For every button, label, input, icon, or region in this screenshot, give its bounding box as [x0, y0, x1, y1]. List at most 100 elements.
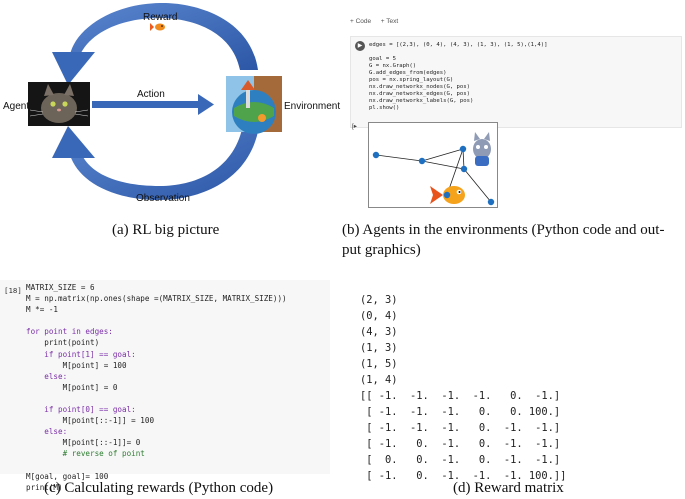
- code-line: if point[0] == goal:: [26, 404, 287, 415]
- output-marker-icon: [▸: [352, 123, 358, 130]
- panel-notebook: + Code + Text ▶ edges = [(2,3), (0, 4), …: [342, 10, 685, 213]
- goldfish-goal-icon: [430, 186, 465, 204]
- code-editor[interactable]: edges = [(2,3), (0, 4), (4, 3), (1, 3), …: [369, 42, 548, 112]
- observation-arrowhead: [52, 126, 95, 158]
- code-text: else:: [26, 371, 68, 381]
- output-graph: [368, 122, 498, 208]
- code-line: [26, 393, 287, 404]
- code-line: [369, 49, 548, 56]
- code-line: for point in edges:: [26, 326, 287, 337]
- code-text: print(M): [26, 482, 63, 492]
- code-line: pos = nx.spring_layout(G): [369, 77, 454, 83]
- code-comment: # reverse of point: [26, 449, 145, 459]
- caption-b-line2: put graphics): [342, 242, 421, 258]
- rl-cycle-diagram: [28, 2, 282, 200]
- code-line: # reverse of point: [26, 448, 287, 459]
- caption-c: (c) Calculating rewards (Python code): [44, 480, 274, 496]
- graph-edge: [421, 148, 464, 162]
- code-line: M *= -1: [26, 304, 287, 315]
- panel-reward-matrix: (2, 3) (0, 4) (4, 3) (1, 3) (1, 5) (1, 4…: [360, 292, 685, 482]
- code-line: M[point[::-1]] = 100: [26, 415, 287, 426]
- caption-a: (a) RL big picture: [112, 222, 220, 238]
- code-text: else:: [26, 427, 68, 437]
- observation-arc-arrow: [70, 118, 260, 200]
- code-line: goal = 5: [369, 56, 396, 62]
- code-line: print(M): [26, 482, 287, 493]
- code-text: print(point): [26, 338, 100, 348]
- graph-node: [372, 151, 380, 159]
- caption-b: (b) Agents in the environments (Python c…: [342, 220, 685, 260]
- code-line: [26, 315, 287, 326]
- code-line: else:: [26, 426, 287, 437]
- reward-arc-arrow: [70, 2, 258, 70]
- code-line: else:: [26, 371, 287, 382]
- code-text: M[point] = 0: [26, 382, 118, 392]
- code-text: M[point] = 100: [26, 360, 127, 370]
- code-text: M[point[::-1]]= 0: [26, 438, 141, 448]
- matrix-row: [ -1. -1. -1. 0. -1. -1.]: [360, 422, 561, 434]
- code-line: edges = [(2,3), (0, 4), (4, 3), (1, 3), …: [369, 42, 548, 48]
- code-line: G.add_edges_from(edges): [369, 70, 447, 76]
- code-line: [26, 460, 287, 471]
- code-line: MATRIX_SIZE = 6: [26, 282, 287, 293]
- graph-node: [459, 145, 467, 153]
- graph-node: [460, 165, 468, 173]
- caption-d: (d) Reward matrix: [453, 480, 564, 496]
- agent-label: Agent: [3, 101, 30, 112]
- network-graph-svg: [372, 132, 495, 206]
- code-line: pl.show(): [369, 105, 400, 111]
- reward-label: Reward: [143, 12, 178, 23]
- code-text: M = np.matrix(np.ones(shape =(MATRIX_SIZ…: [26, 294, 287, 304]
- reward-goldfish-icon: [150, 23, 165, 31]
- code-line: print(point): [26, 337, 287, 348]
- add-code-button[interactable]: + Code: [350, 18, 372, 25]
- matrix-row: [[ -1. -1. -1. -1. 0. -1.]: [360, 390, 561, 402]
- output-line: (2, 3): [360, 294, 398, 306]
- output-line: (4, 3): [360, 326, 398, 338]
- code-text: if point[0] == goal:: [26, 405, 136, 415]
- code-text: M *= -1: [26, 305, 59, 315]
- graph-edge: [462, 148, 465, 170]
- graph-edge: [463, 168, 492, 203]
- code-line: M = np.matrix(np.ones(shape =(MATRIX_SIZ…: [26, 293, 287, 304]
- graph-node: [487, 198, 495, 206]
- action-arrow-shaft: [92, 101, 200, 108]
- observation-label: Observation: [136, 193, 190, 204]
- panel-rl-big-picture: Reward Action Agent Environment Observat…: [0, 0, 340, 215]
- environment-label: Environment: [284, 101, 341, 112]
- notebook-toolbar: + Code + Text: [350, 18, 398, 25]
- action-label: Action: [137, 89, 165, 100]
- code-text: M[point[::-1]] = 100: [26, 416, 155, 426]
- add-text-button[interactable]: + Text: [380, 18, 399, 25]
- code-line: M[point] = 0: [26, 382, 287, 393]
- matrix-row: [ -1. 0. -1. -1. -1. 100.]]: [360, 470, 567, 482]
- agent-cat-image: [28, 82, 90, 126]
- code-line: M[goal, goal]= 100: [26, 471, 287, 482]
- caption-b-line1: (b) Agents in the environments (Python c…: [342, 222, 665, 238]
- code-cell[interactable]: ▶ edges = [(2,3), (0, 4), (4, 3), (1, 3)…: [350, 36, 682, 128]
- panel-python-code[interactable]: [18] MATRIX_SIZE = 6 M = np.matrix(np.on…: [0, 280, 330, 492]
- code-line: M[point] = 100: [26, 360, 287, 371]
- graph-edge: [375, 154, 423, 162]
- code-text: MATRIX_SIZE = 6: [26, 283, 95, 292]
- code-line: G = nx.Graph(): [369, 63, 417, 69]
- reward-arrowhead: [52, 52, 95, 85]
- graph-node: [418, 157, 426, 165]
- matrix-row: [ 0. 0. -1. 0. -1. -1.]: [360, 454, 561, 466]
- output-line: (1, 5): [360, 358, 398, 370]
- graph-edge: [421, 160, 465, 170]
- cell-execution-count: [18]: [4, 286, 22, 295]
- code-text: if point[1] == goal:: [26, 349, 136, 359]
- code-line: nx.draw_networkx_nodes(G, pos): [369, 84, 471, 90]
- code-line: if point[1] == goal:: [26, 349, 287, 360]
- graph-node: [443, 191, 451, 199]
- run-cell-button[interactable]: ▶: [355, 41, 365, 51]
- environment-world-image: [226, 76, 282, 134]
- output-line: (1, 3): [360, 342, 398, 354]
- matrix-row: [ -1. -1. -1. 0. 0. 100.]: [360, 406, 561, 418]
- output-line: (1, 4): [360, 374, 398, 386]
- code-editor[interactable]: MATRIX_SIZE = 6 M = np.matrix(np.ones(sh…: [26, 282, 287, 493]
- action-arrowhead: [198, 94, 214, 115]
- code-text: for point in edges:: [26, 327, 113, 337]
- output-line: (0, 4): [360, 310, 398, 322]
